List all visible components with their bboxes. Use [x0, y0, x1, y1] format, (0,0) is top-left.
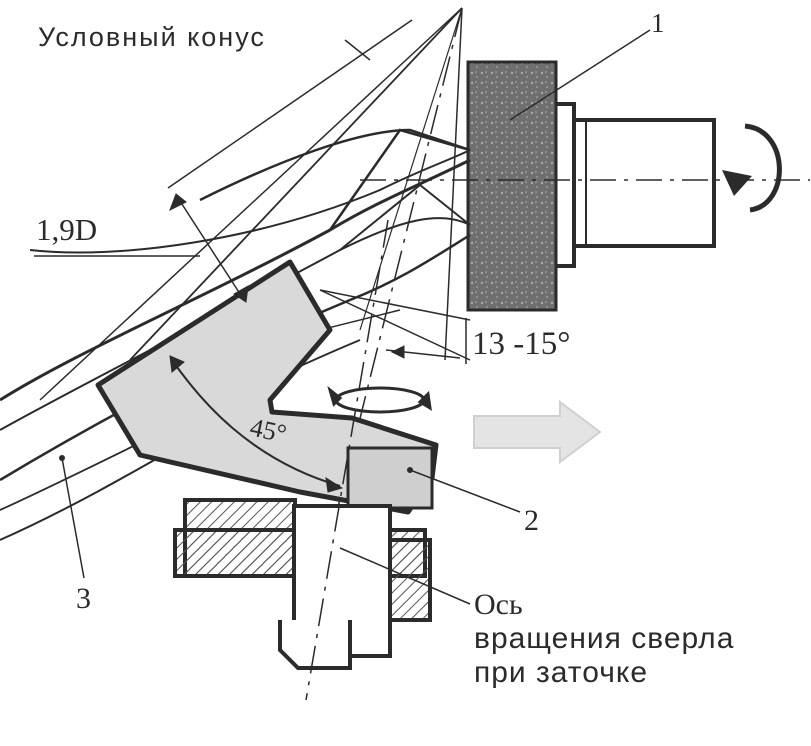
grinding-wheel: [466, 60, 558, 312]
label-axis-line-1: Ось: [474, 588, 523, 621]
rotation-axis-line: [305, 219, 389, 701]
label-part-1: 1: [651, 8, 665, 38]
motor-shaft: [550, 102, 782, 268]
angle-13-15: [319, 289, 471, 364]
leader-lines: [61, 29, 651, 605]
feed-arrow-icon: [473, 400, 602, 464]
marker-dot-3: [59, 455, 65, 461]
label-conditional-cone: Условный конус: [38, 22, 266, 52]
label-part-3: 3: [76, 582, 91, 615]
label-angle-13-15: 13 -15°: [472, 326, 571, 362]
label-diameter-1-9d: 1,9D: [36, 212, 98, 247]
rotation-arrow-icon: [744, 123, 782, 213]
rotation-symbol-icon: [327, 385, 432, 414]
label-part-2: 2: [524, 504, 539, 537]
pivot-pin: [278, 504, 392, 670]
label-axis-line-3: при заточке: [474, 656, 649, 689]
marker-dot-2: [407, 467, 413, 473]
rotation-arrowhead-icon: [722, 170, 752, 196]
label-axis-line-2: вращения сверла: [474, 622, 735, 655]
angle-45-arc: [169, 355, 344, 493]
dimension-1-9d: [34, 19, 413, 303]
drill-holder: [95, 259, 439, 515]
